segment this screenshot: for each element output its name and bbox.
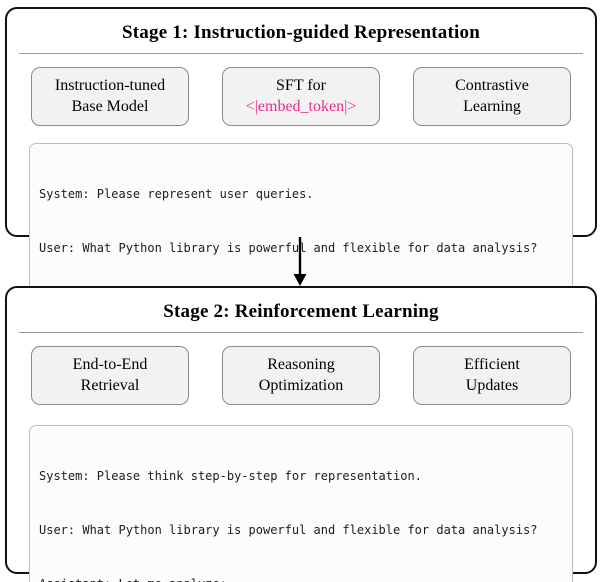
box-label-line: Updates	[465, 376, 519, 394]
box-instruction-tuned-base-model: Instruction-tuned Base Model	[31, 67, 189, 126]
chat-text: User: What Python library is powerful an…	[39, 523, 538, 537]
box-label-line: End-to-End	[72, 355, 148, 373]
stage2-title: Stage 2: Reinforcement Learning	[163, 301, 439, 322]
box-sft-for-embed-token: SFT for <|embed_token|>	[222, 67, 380, 126]
stage1-box-row: Instruction-tuned Base Model SFT for <|e…	[7, 67, 595, 126]
chat-text: System: Please think step-by-step for re…	[39, 469, 422, 483]
box-label-line: Optimization	[258, 376, 344, 394]
stage1-title: Stage 1: Instruction-guided Representati…	[122, 22, 480, 43]
chat-text: System: Please represent user queries.	[39, 187, 314, 201]
stage1-divider	[19, 53, 583, 54]
box-label-line: Base Model	[71, 97, 149, 115]
embed-token-label: <|embed_token|>	[245, 97, 357, 115]
chat-text: User: What Python library is powerful an…	[39, 241, 538, 255]
stage2-box-row: End-to-End Retrieval Reasoning Optimizat…	[7, 346, 595, 405]
box-contrastive-learning: Contrastive Learning	[413, 67, 571, 126]
box-label-line: Contrastive	[455, 76, 529, 94]
box-label-line: Learning	[463, 97, 521, 115]
chat-line-user: User: What Python library is powerful an…	[39, 521, 563, 539]
chat-line-assistant: Assistant: Let me analyze:	[39, 575, 563, 582]
stage2-panel: Stage 2: Reinforcement Learning End-to-E…	[5, 286, 597, 582]
box-label-line: Instruction-tuned	[54, 76, 166, 94]
chat-line-system: System: Please think step-by-step for re…	[39, 467, 563, 485]
box-end-to-end-retrieval: End-to-End Retrieval	[31, 346, 189, 405]
stage2-divider	[19, 332, 583, 333]
down-arrow-icon	[293, 237, 307, 286]
chat-line-user: User: What Python library is powerful an…	[39, 239, 563, 257]
stage2-chat-example: System: Please think step-by-step for re…	[29, 425, 573, 582]
box-label-line: SFT for	[276, 76, 326, 94]
box-label-line: Efficient	[464, 355, 520, 373]
stage1-panel: Stage 1: Instruction-guided Representati…	[5, 7, 597, 353]
chat-text: Assistant: Let me analyze:	[39, 577, 227, 582]
box-label-line: Reasoning	[267, 355, 335, 373]
box-efficient-updates: Efficient Updates	[413, 346, 571, 405]
box-reasoning-optimization: Reasoning Optimization	[222, 346, 380, 405]
box-label-line: Retrieval	[80, 376, 140, 394]
chat-line-system: System: Please represent user queries.	[39, 185, 563, 203]
